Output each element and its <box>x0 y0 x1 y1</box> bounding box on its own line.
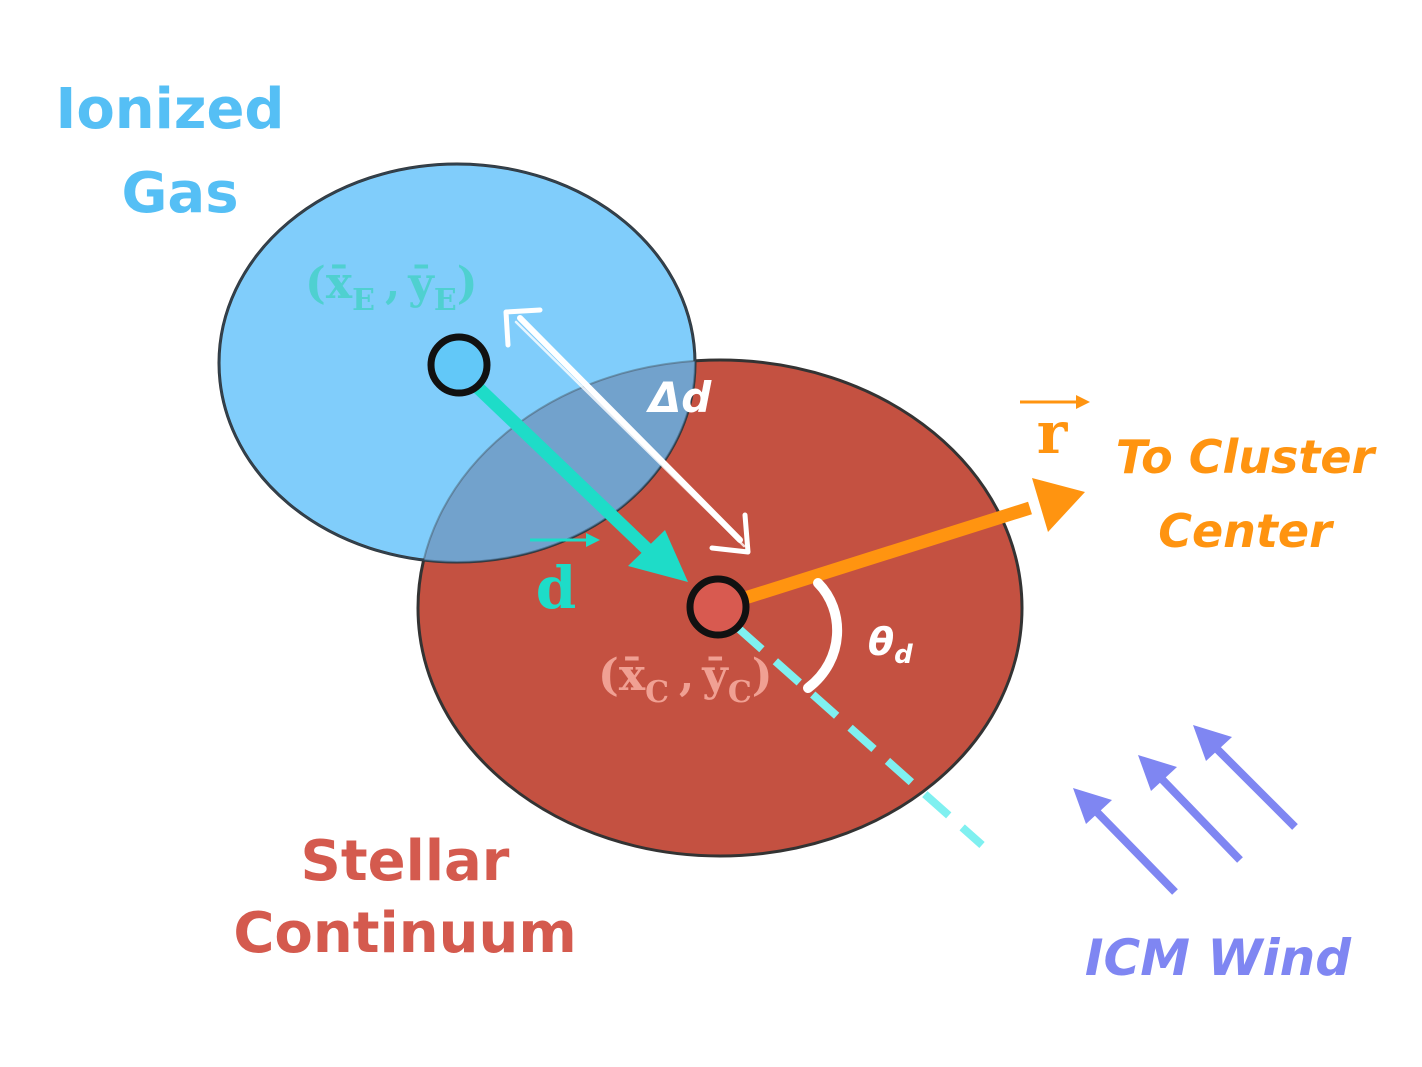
theta-angle-arc <box>803 578 842 693</box>
cluster-label-line2: Center <box>1158 504 1335 558</box>
ionized-gas-label-line2: Gas <box>121 161 238 226</box>
ionized-gas-outline <box>218 163 696 563</box>
wind-arrow <box>1073 788 1178 895</box>
coord-x-e-sub: E <box>352 283 375 318</box>
wind-arrow <box>1193 725 1298 830</box>
cluster-label-line1: To Cluster <box>1116 430 1378 484</box>
stellar-centroid-coordinates: (x̄C,ȳC) <box>598 650 773 710</box>
coord-comma: , <box>679 650 694 701</box>
icm-wind-label: ICM Wind <box>1085 929 1352 987</box>
r-vector-overarrow <box>1020 395 1090 409</box>
coord-x-c: x̄ <box>619 650 646 701</box>
coord-y-e-sub: E <box>434 283 457 318</box>
coord-x-e: x̄ <box>326 258 353 309</box>
wind-arrow <box>1138 755 1243 863</box>
d-vector-overarrow <box>530 533 600 547</box>
delta-d-label: Δd <box>646 373 713 422</box>
stellar-label-line2: Continuum <box>233 901 576 966</box>
icm-wind-arrows <box>1073 725 1298 895</box>
stellar-label-line1: Stellar <box>301 829 510 894</box>
delta-d-double-arrow <box>503 307 751 555</box>
coord-x-c-sub: C <box>645 675 669 710</box>
paren-open: ( <box>598 650 619 701</box>
r-vector-arrow <box>743 478 1085 605</box>
paren-open: ( <box>305 258 326 309</box>
theta-symbol: θ <box>868 620 894 664</box>
d-vector-label: d <box>536 554 577 622</box>
coord-y-c: ȳ <box>701 650 729 701</box>
theta-d-label: θd <box>868 620 913 670</box>
coord-y-e: ȳ <box>407 258 435 309</box>
gas-centroid-marker <box>427 333 491 397</box>
coord-y-c-sub: C <box>728 675 752 710</box>
r-vector-label: r <box>1037 399 1069 467</box>
paren-close: ) <box>752 650 773 701</box>
dashed-axis-line <box>735 625 985 848</box>
ionized-gas-label-line1: Ionized <box>55 77 284 142</box>
coord-comma: , <box>385 258 400 309</box>
paren-close: ) <box>457 258 478 309</box>
gas-centroid-coordinates: (x̄E,ȳE) <box>305 258 478 318</box>
theta-subscript: d <box>894 640 913 670</box>
stellar-centroid-marker <box>686 575 750 639</box>
overlap-region <box>418 360 695 562</box>
d-vector-arrow <box>465 375 688 582</box>
